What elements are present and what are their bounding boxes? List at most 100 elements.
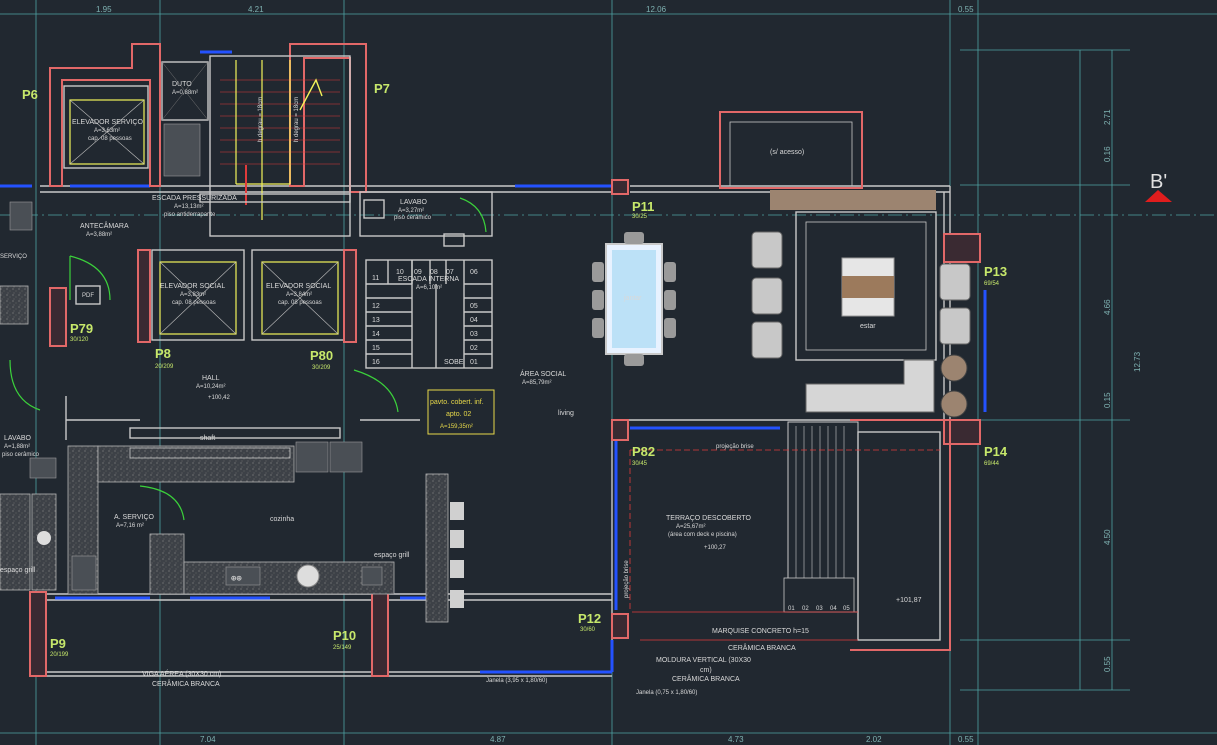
room-area-social-name: ÁREA SOCIAL	[520, 369, 566, 378]
dim-bottom-4: 2.02	[866, 735, 882, 744]
pillar-size-p13: 69/54	[984, 281, 1000, 287]
dim-top-1: 1.95	[96, 5, 112, 14]
pillar-size-p12: 30/60	[580, 627, 596, 633]
room-a-servico-name: A. SERVIÇO	[114, 514, 154, 521]
dim-right-7: 12.73	[1133, 351, 1142, 372]
room-cozinha-name: cozinha	[270, 516, 294, 523]
room-lavabo-area: A=3,27m²	[398, 208, 424, 214]
stair-step-03: 03	[470, 331, 478, 338]
dim-right-5: 4.50	[1103, 529, 1112, 545]
dim-top-3: 12.06	[646, 5, 667, 14]
room-terraco-area: A=25,67m²	[676, 524, 706, 530]
sofa	[805, 359, 935, 413]
pillar-size-p82: 30/45	[632, 461, 648, 467]
dim-bottom-5: 0.55	[958, 735, 974, 744]
pool-step-04: 04	[830, 606, 837, 612]
dim-right-1: 2.71	[1103, 109, 1112, 125]
room-hall-area: A=10,24m²	[196, 384, 226, 390]
room-labels: DUTO A=0,88m² ELEVADOR SERVIÇO A=3,63m² …	[0, 81, 876, 574]
stair-step-14: 14	[372, 331, 380, 338]
pillar-labels: P6 P7 P79 30/120 P8 20/209 P80 30/209 P1…	[22, 81, 1008, 658]
label-moldura-cm: cm)	[700, 667, 712, 674]
pillar-label-p80: P80	[310, 348, 333, 363]
dim-bottom-1: 7.04	[200, 735, 216, 744]
room-hall-level: +100,42	[208, 395, 231, 401]
room-espaco-grill-left-name: espaço grill	[0, 567, 36, 574]
room-escada-pressurizada-name: ESCADA PRESSURIZADA	[152, 195, 237, 202]
terrace-area	[629, 419, 951, 651]
stair-step-06: 06	[470, 269, 478, 276]
pillar-label-p12: P12	[578, 611, 601, 626]
room-a-servico-area: A=7,16 m²	[116, 523, 144, 529]
room-jantar-name: jantar	[623, 295, 642, 302]
room-elevador-social-1-area: A=3,83m²	[180, 292, 206, 298]
section-arrow-icon	[1145, 190, 1172, 202]
label-projecao-brise-side: projeção brise	[624, 560, 630, 598]
label-ceramica-1: CERÂMICA BRANCA	[728, 643, 796, 652]
room-lavabo-left-area: A=1,88m²	[4, 444, 30, 450]
section-marker-label: B'	[1150, 171, 1167, 193]
tv-panel	[770, 190, 936, 210]
unit-box-line2: apto. 02	[446, 411, 471, 418]
room-living-name: living	[558, 410, 574, 417]
pool-step-05: 05	[843, 606, 850, 612]
pillar-size-p80: 30/209	[312, 365, 331, 371]
pillar-size-p8: 20/209	[155, 364, 174, 370]
outer-walls	[40, 185, 980, 677]
dim-right-3: 4.66	[1103, 299, 1112, 315]
pillar-label-p8: P8	[155, 346, 171, 361]
service-core	[9, 43, 495, 677]
room-terraco-level: +100,27	[704, 545, 727, 551]
stair-sobe: SOBE	[444, 359, 464, 366]
room-hall-name: HALL	[202, 375, 220, 382]
stair-step-10: 10	[396, 269, 404, 276]
pillar-label-p79: P79	[70, 321, 93, 336]
room-antecamara-area: A=3,88m²	[86, 232, 112, 238]
pillar-label-p6: P6	[22, 87, 38, 102]
room-lavabo-left-name: LAVABO	[4, 435, 32, 442]
room-elevador-servico-name: ELEVADOR SERVIÇO	[72, 119, 143, 126]
cooktop-icon: ⊕⊕	[231, 574, 242, 584]
pillar-size-p9: 20/199	[50, 652, 69, 658]
unit-box-line3: A=159,35m²	[440, 424, 473, 430]
room-servico-left-name: SERVIÇO	[0, 254, 27, 260]
dim-right-6: 0.55	[1103, 656, 1112, 672]
room-estar-name: estar	[860, 323, 876, 330]
stair-step-07: 07	[446, 269, 454, 276]
unit-box: pavto. cobert. inf. apto. 02 A=159,35m²	[430, 399, 484, 430]
room-elevador-social-2-name: ELEVADOR SOCIAL	[266, 283, 331, 290]
room-shaft-name: shaft	[200, 435, 215, 442]
pillar-label-p82: P82	[632, 444, 655, 459]
room-terraco-name: TERRAÇO DESCOBERTO	[666, 515, 751, 522]
label-ceramica-2: CERÂMICA BRANCA	[672, 674, 740, 683]
label-viga: VIGA AÉREA (30X30 cm)	[142, 669, 221, 678]
pool-level: +101,87	[896, 597, 922, 604]
section-marker: B'	[1145, 171, 1172, 202]
room-terraco-note: (área com deck e piscina)	[668, 532, 737, 538]
label-marquise: MARQUISE CONCRETO h=15	[712, 628, 809, 635]
stair-step-08: 08	[430, 269, 438, 276]
dim-bottom-3: 4.73	[728, 735, 744, 744]
label-degrau-2: h degrau = 18cm	[294, 97, 300, 142]
room-elevador-social-2-cap: cap. 08 pessoas	[278, 300, 322, 306]
room-lavabo-note: piso cerâmico	[394, 215, 432, 221]
dim-right-2: 0.16	[1103, 146, 1112, 162]
pillar-label-p14: P14	[984, 444, 1008, 459]
room-elevador-social-1-name: ELEVADOR SOCIAL	[160, 283, 225, 290]
pool-step-01: 01	[788, 606, 795, 612]
pillar-size-p11: 30/25	[632, 214, 648, 220]
pillar-size-p14: 69/44	[984, 461, 1000, 467]
stair-step-05: 05	[470, 303, 478, 310]
stair-step-09: 09	[414, 269, 422, 276]
kitchen-area: ⊕⊕	[0, 201, 464, 623]
dim-right-4: 0.15	[1103, 392, 1112, 408]
stair-step-12: 12	[372, 303, 380, 310]
stair-step-16: 16	[372, 359, 380, 366]
stair-step-13: 13	[372, 317, 380, 324]
social-area	[592, 111, 981, 639]
room-escada-pressurizada-area: A=13,13m²	[174, 204, 204, 210]
stair-step-02: 02	[470, 345, 478, 352]
stair-numbers: 11 10 09 08 07 06 12 13 14 15 16 05 04 0…	[372, 269, 478, 366]
label-degrau-1: h degrau = 18cm	[258, 97, 264, 142]
pillar-size-p10: 25/149	[333, 645, 352, 651]
